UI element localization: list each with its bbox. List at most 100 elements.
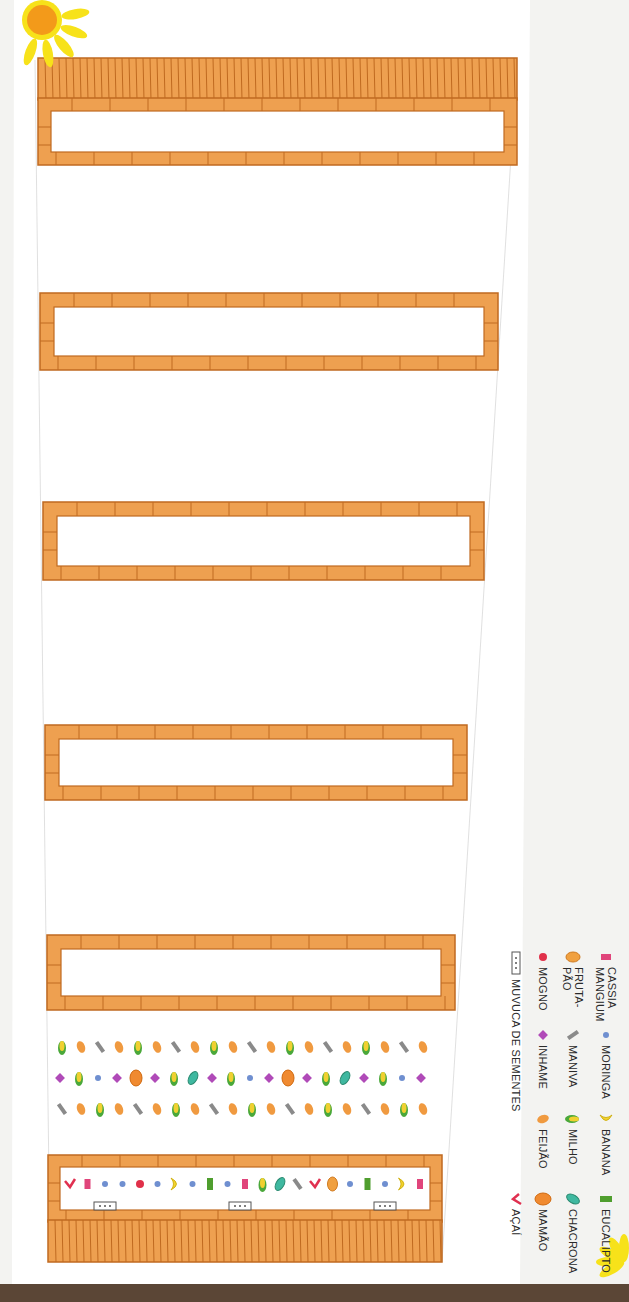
- plant-symbol: [65, 1179, 75, 1187]
- legend-swatch: [507, 1192, 525, 1206]
- plant-symbol: [347, 1181, 353, 1187]
- plant-symbol: [361, 1103, 371, 1115]
- plant-symbol: [186, 1070, 200, 1086]
- legend-swatch: [564, 950, 582, 964]
- plant-symbol: [133, 1103, 143, 1115]
- legend-item: INHAME: [534, 1028, 552, 1112]
- plant-symbol: [539, 953, 547, 961]
- legend-swatch: [564, 1192, 582, 1206]
- legend-swatch: [534, 1192, 552, 1206]
- legend-item: MORINGA: [594, 1028, 618, 1112]
- plant-symbol: [416, 1073, 426, 1083]
- plant-symbol: [374, 1202, 396, 1210]
- plant-symbol: [382, 1181, 388, 1187]
- plant-symbol: [227, 1102, 239, 1116]
- plant-symbol: [172, 1103, 180, 1117]
- plant-symbol: [112, 1073, 122, 1083]
- plant-symbol: [209, 1103, 219, 1115]
- plant-symbol: [399, 1178, 405, 1190]
- plant-symbol: [323, 1041, 333, 1053]
- plant-symbol: [55, 1073, 65, 1083]
- legend-text: BANANA: [600, 1129, 612, 1175]
- swatch-fill: [601, 954, 611, 960]
- brick-bed: [47, 935, 455, 1010]
- plant-symbol: [75, 1040, 87, 1054]
- brick-bed: [43, 502, 484, 580]
- plant-symbol: [151, 1040, 163, 1054]
- plant-symbol: [359, 1073, 369, 1083]
- plant-symbol: [565, 1192, 581, 1206]
- plant-symbol: [282, 1070, 294, 1086]
- plant-symbol: [171, 1041, 181, 1053]
- legend-item: CASSIA MANGIUM: [594, 950, 618, 1028]
- table-edge: [0, 1284, 629, 1302]
- legend-swatch: [597, 1028, 615, 1042]
- brick-strip: [38, 58, 517, 100]
- plant-symbol: [265, 1040, 277, 1054]
- plant-symbol: [264, 1073, 274, 1083]
- plant-symbol: [603, 1032, 609, 1038]
- legend: CASSIA MANGIUMMORINGABANANAEUCALIPTOFRUT…: [505, 950, 622, 1270]
- plant-symbol: [341, 1102, 353, 1116]
- plant-symbol: [136, 1180, 144, 1188]
- plant-symbol: [57, 1103, 67, 1115]
- brick-bed: [40, 293, 498, 370]
- legend-swatch: [597, 950, 615, 964]
- legend-swatch: [564, 1028, 582, 1042]
- plant-symbol: [536, 1113, 550, 1125]
- legend-item: MOGNO: [534, 950, 552, 1028]
- plant-symbol: [94, 1202, 116, 1210]
- plant-symbol: [210, 1041, 218, 1055]
- plant-symbol: [417, 1179, 423, 1189]
- legend-swatch: [564, 1112, 582, 1126]
- sun: [21, 0, 90, 68]
- pencil-line: [442, 60, 517, 1262]
- brick-bed: [45, 725, 467, 800]
- plant-symbol: [322, 1072, 330, 1086]
- plant-symbol: [399, 1075, 405, 1081]
- plant-symbol: [566, 952, 580, 962]
- plant-symbol: [75, 1072, 83, 1086]
- plant-symbol: [567, 1030, 579, 1040]
- plant-symbol: [303, 1040, 315, 1054]
- plant-symbol: [379, 1040, 391, 1054]
- plant-symbol: [120, 1181, 126, 1187]
- plant-symbol: [189, 1040, 201, 1054]
- pencil-line: [35, 60, 50, 1262]
- legend-text: MAMÃO: [537, 1209, 549, 1252]
- plant-symbol: [417, 1040, 429, 1054]
- legend-item: MANIVA: [561, 1028, 585, 1112]
- plant-symbol: [512, 952, 520, 974]
- legend-grid: CASSIA MANGIUMMORINGABANANAEUCALIPTOFRUT…: [505, 950, 622, 1270]
- legend-item: CHACRONA: [561, 1192, 585, 1270]
- plant-symbol: [225, 1181, 231, 1187]
- legend-swatch: [534, 1112, 552, 1126]
- legend-item: AÇAÍ: [507, 1192, 525, 1270]
- legend-text: MOGNO: [537, 967, 549, 1011]
- plant-symbol: [248, 1103, 256, 1117]
- plant-symbol: [85, 1179, 91, 1189]
- plant-symbol: [310, 1179, 320, 1187]
- plant-symbol: [417, 1102, 429, 1116]
- legend-item: MILHO: [561, 1112, 585, 1192]
- plant-symbol: [535, 1193, 551, 1205]
- plant-symbol: [338, 1070, 352, 1086]
- plant-symbol: [190, 1181, 196, 1187]
- brick-strip: [48, 1220, 442, 1262]
- plant-symbol: [189, 1102, 201, 1116]
- plant-symbol: [265, 1102, 277, 1116]
- plant-symbol: [75, 1102, 87, 1116]
- plant-symbol: [247, 1041, 257, 1053]
- plant-symbol: [302, 1073, 312, 1083]
- legend-item: FEIJÃO: [534, 1112, 552, 1192]
- plant-symbol: [292, 1178, 302, 1190]
- plant-symbol: [96, 1103, 104, 1117]
- plant-symbol: [134, 1041, 142, 1055]
- plant-symbol: [171, 1178, 177, 1190]
- legend-swatch: [507, 950, 525, 976]
- plant-symbol: [207, 1178, 213, 1190]
- legend-item: BANANA: [594, 1112, 618, 1192]
- plant-symbol: [95, 1041, 105, 1053]
- plant-symbol: [273, 1176, 287, 1192]
- plant-symbol: [379, 1102, 391, 1116]
